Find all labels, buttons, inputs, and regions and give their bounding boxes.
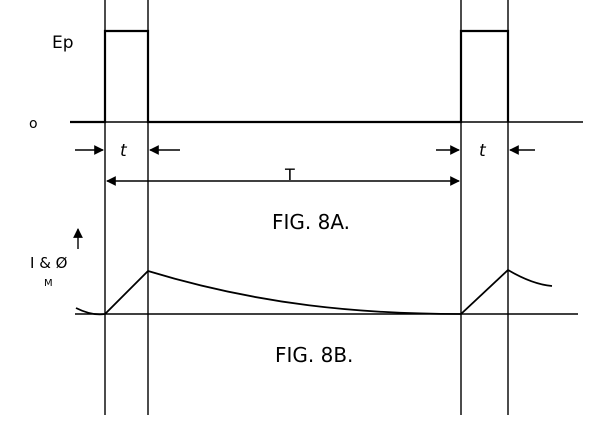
zero-level-label: o <box>29 116 38 132</box>
fig8b-ylabel-subscript: M <box>44 278 53 289</box>
fig8b-ylabel-main: I & Ø <box>30 254 68 272</box>
pulse-width-label-left: t <box>120 141 128 161</box>
fig8a-caption: FIG. 8A. <box>272 210 350 234</box>
fig8b-caption: FIG. 8B. <box>275 343 353 367</box>
period-label: T <box>284 165 295 184</box>
pulse-width-label-right: t <box>479 141 487 161</box>
ep-level-label: Ep <box>52 33 74 53</box>
fig8a-pulse-waveform <box>70 29 510 124</box>
fig8b-current-waveform <box>75 268 553 316</box>
